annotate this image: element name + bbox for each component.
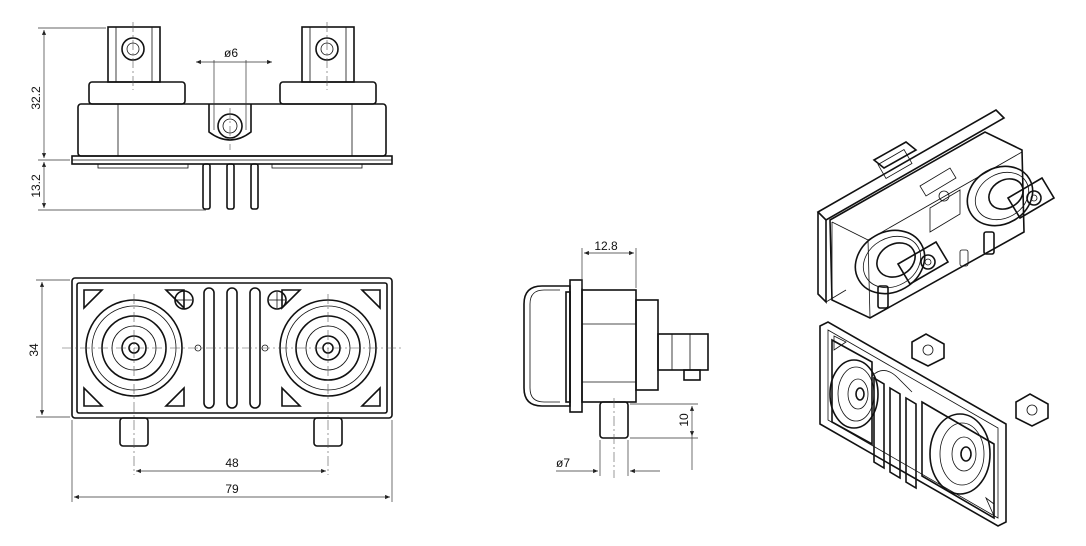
iso-socket-left <box>829 338 879 446</box>
side-view: 12.8 10 ø7 <box>523 239 709 478</box>
iso-terminal-right <box>966 165 1056 227</box>
bottom-view: 34 48 79 <box>27 277 404 502</box>
dim-height: 34 <box>27 343 41 357</box>
dim-width: 79 <box>225 482 239 496</box>
iso-socket-right <box>921 400 995 520</box>
terminal-tab-left <box>107 26 161 83</box>
dim-depth: 12.8 <box>594 239 618 253</box>
iso-terminal-left <box>854 229 950 295</box>
dim-height-pins: 13.2 <box>29 174 43 198</box>
connector-body <box>77 103 387 157</box>
dim-pin-dia: ø7 <box>556 456 570 470</box>
iso-view-top <box>816 109 1056 319</box>
iso-view-bottom <box>819 321 1049 527</box>
dim-pin-length: 10 <box>677 413 691 427</box>
dim-hole-dia: ø6 <box>224 46 238 60</box>
dim-height-upper: 32.2 <box>29 86 43 110</box>
front-view: 32.2 13.2 ø6 <box>29 22 393 211</box>
terminal-tab-right <box>301 26 355 83</box>
dim-pin-spacing: 48 <box>225 456 239 470</box>
